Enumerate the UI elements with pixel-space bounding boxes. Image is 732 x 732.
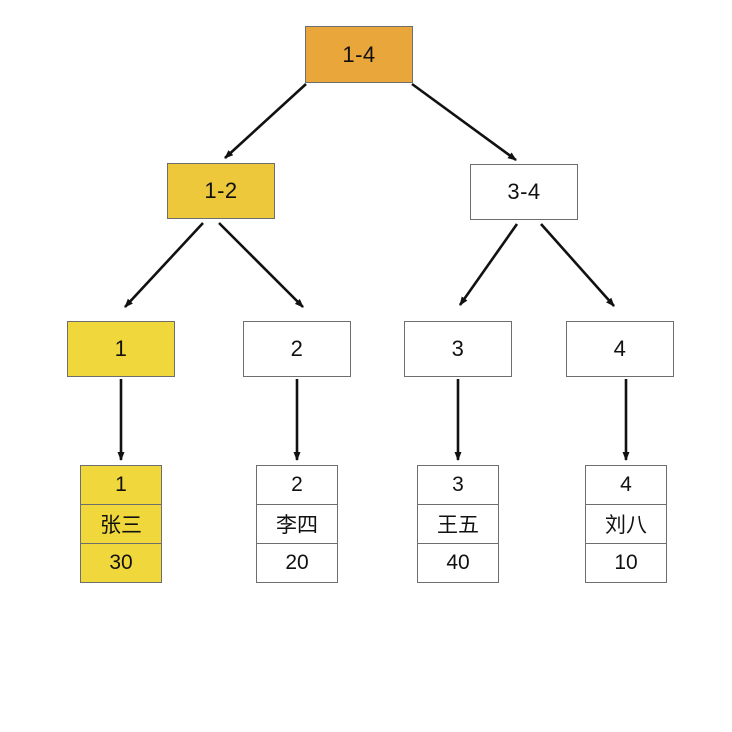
edge-root-to-1-2 [224,83,307,159]
tree-node-1: 1 [67,321,175,377]
record-1-value: 30 [81,543,161,582]
tree-node-3: 3 [404,321,512,377]
record-box-4: 4 刘八 10 [585,465,667,583]
record-4-index: 4 [620,473,632,496]
record-3-name: 王五 [418,504,498,543]
record-box-1: 1 张三 30 [80,465,162,583]
record-box-3: 3 王五 40 [417,465,499,583]
edge-3-4-to-3 [458,223,519,306]
edge-1-2-to-1 [124,222,204,308]
edge-1-2-to-2 [218,222,304,308]
record-3-value: 40 [418,543,498,582]
record-1-index: 1 [115,473,127,496]
record-4-name: 刘八 [586,504,666,543]
record-2-value: 20 [257,543,337,582]
edge-root-to-3-4 [411,82,517,162]
record-2-index: 2 [291,473,303,496]
record-3-index: 3 [452,473,464,496]
tree-node-1-4: 1-4 [305,26,413,83]
tree-node-4: 4 [566,321,674,377]
record-box-2: 2 李四 20 [256,465,338,583]
tree-node-1-2: 1-2 [167,163,275,219]
record-2-name: 李四 [257,504,337,543]
record-4-value: 10 [586,543,666,582]
tree-node-3-4: 3-4 [470,164,578,220]
tree-node-2: 2 [243,321,351,377]
edge-3-4-to-4 [540,223,615,307]
record-1-name: 张三 [81,504,161,543]
